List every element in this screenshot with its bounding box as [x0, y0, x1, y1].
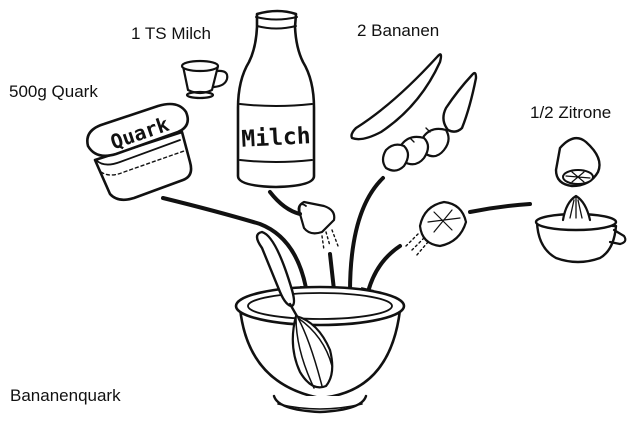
milk-bottle-icon: Milch — [238, 11, 314, 187]
arrow-icon — [163, 178, 530, 292]
squeezed-lemon-icon — [404, 202, 466, 256]
milk-bottle-text: Milch — [241, 123, 312, 153]
banana-slices-icon — [383, 73, 476, 170]
pouring-cup-icon — [299, 202, 338, 250]
quark-tub-icon: Quark — [87, 104, 191, 200]
cup-icon — [182, 61, 227, 98]
citrus-press-icon — [536, 196, 625, 262]
banana-icon — [352, 54, 442, 139]
lemon-half-icon — [556, 138, 600, 186]
